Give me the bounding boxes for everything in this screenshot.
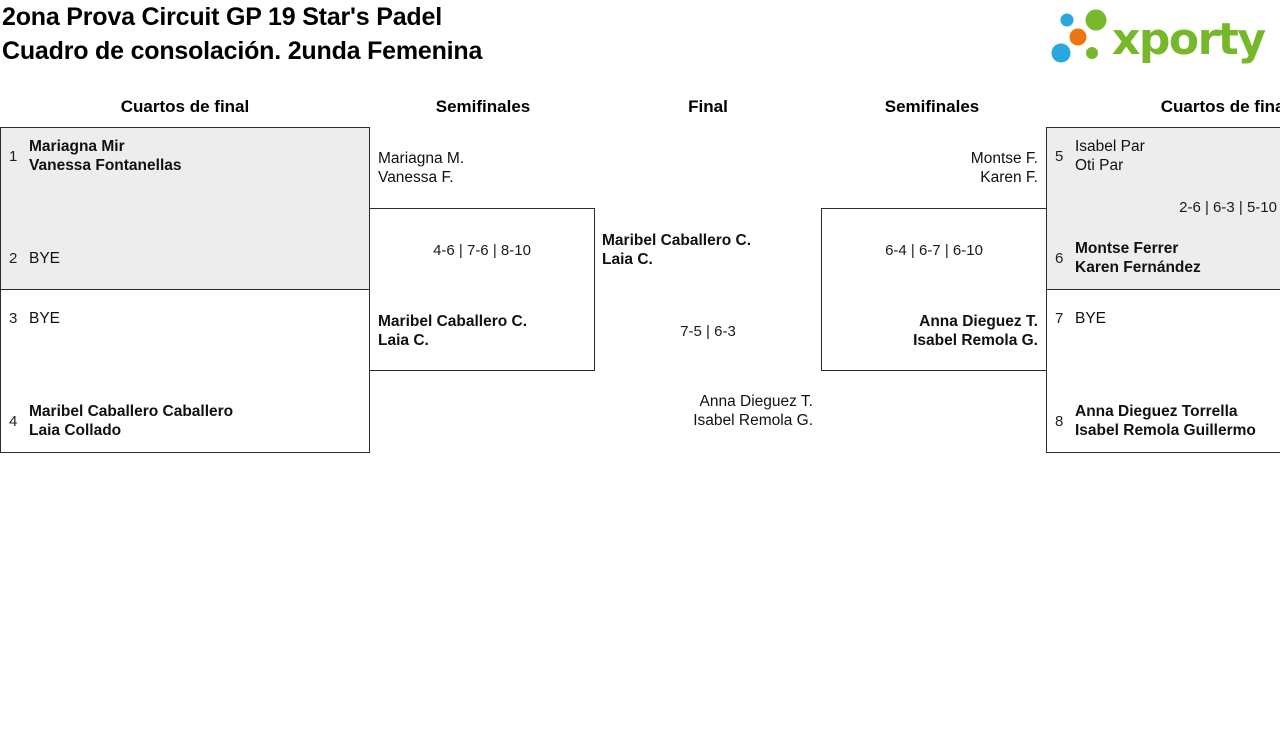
player-name: Laia C. [378, 332, 429, 349]
player-name: Oti Par [1075, 157, 1124, 174]
round-header-quarterfinals-right: Cuartos de final [1160, 97, 1280, 116]
match-box-qf-2: 3 BYE 4 Maribel Caballero Caballero Laia… [0, 289, 370, 453]
team-row: 2 BYE [9, 239, 361, 277]
team-row: 7 BYE [1055, 299, 1280, 337]
page-title: 2ona Prova Circuit GP 19 Star's Padel [2, 3, 442, 31]
final-entrant-top: Maribel Caballero C. Laia C. [602, 231, 751, 269]
seed-number: 1 [9, 147, 18, 165]
player-name: BYE [29, 309, 61, 327]
team-players: Maribel Caballero Caballero Laia Collado [29, 402, 233, 440]
team-players: Isabel Par Oti Par [1075, 137, 1145, 175]
team-players: BYE [29, 249, 60, 268]
round-header-quarterfinals-left: Cuartos de final [120, 97, 250, 116]
seed-number: 6 [1055, 249, 1064, 267]
player-name: Isabel Remola G. [693, 412, 813, 429]
player-name: Anna Dieguez T. [919, 313, 1038, 330]
match-winner: Maribel Caballero C. Laia C. [378, 312, 527, 350]
player-name: Isabel Remola Guillermo [1075, 422, 1256, 439]
match-box-qf-4: 7 BYE 8 Anna Dieguez Torrella Isabel Rem… [1046, 289, 1280, 453]
logo-wordmark: xporty [1112, 14, 1265, 65]
match-box-qf-1: 1 Mariagna Mir Vanessa Fontanellas 2 BYE [0, 127, 370, 290]
player-name: Mariagna Mir [29, 138, 125, 155]
final-score: 7-5 | 6-3 [680, 323, 736, 340]
player-name: BYE [29, 249, 61, 267]
player-name: Isabel Par [1075, 138, 1145, 155]
player-name: Montse F. [970, 150, 1038, 167]
team-row: 1 Mariagna Mir Vanessa Fontanellas [9, 137, 361, 175]
team-players: Anna Dieguez Torrella Isabel Remola Guil… [1075, 402, 1256, 440]
logo-dot-green-small [1086, 47, 1098, 59]
team-players: Mariagna Mir Vanessa Fontanellas [29, 137, 182, 175]
logo-dot-blue-large [1051, 43, 1071, 63]
sf-left-entrant-top: Mariagna M. Vanessa F. [378, 149, 464, 187]
team-row: 5 Isabel Par Oti Par [1055, 137, 1280, 175]
player-name: Anna Dieguez Torrella [1075, 403, 1238, 420]
match-score: 4-6 | 7-6 | 8-10 [433, 242, 531, 259]
team-row: 8 Anna Dieguez Torrella Isabel Remola Gu… [1055, 402, 1280, 440]
team-players: BYE [29, 309, 60, 328]
player-name: Vanessa F. [378, 169, 454, 186]
logo-dot-blue-small [1060, 13, 1074, 27]
round-header-semifinals-right: Semifinales [884, 97, 980, 116]
player-name: Karen F. [980, 169, 1038, 186]
player-name: Maribel Caballero Caballero [29, 403, 234, 420]
round-header-final: Final [688, 97, 728, 116]
sf-right-entrant-top: Montse F. Karen F. [838, 149, 1038, 187]
player-name: Maribel Caballero C. [602, 232, 752, 249]
team-players: BYE [1075, 309, 1106, 328]
seed-number: 2 [9, 249, 18, 267]
final-entrant-bottom: Anna Dieguez T. Isabel Remola G. [613, 392, 813, 430]
match-box-semifinal-right: 6-4 | 6-7 | 6-10 Anna Dieguez T. Isabel … [821, 208, 1047, 371]
player-name: Maribel Caballero C. [378, 313, 528, 330]
team-row: 3 BYE [9, 299, 361, 337]
team-players: Montse Ferrer Karen Fernández [1075, 239, 1201, 277]
logo-dot-orange [1069, 28, 1087, 46]
player-name: Laia Collado [29, 422, 122, 439]
team-row: 6 Montse Ferrer Karen Fernández [1055, 239, 1280, 277]
xporty-logo[interactable]: xporty [1046, 2, 1280, 68]
seed-number: 4 [9, 412, 18, 430]
player-name: Mariagna M. [378, 150, 465, 167]
player-name: BYE [1075, 309, 1107, 327]
player-name: Anna Dieguez T. [699, 393, 813, 410]
seed-number: 7 [1055, 309, 1064, 327]
seed-number: 3 [9, 309, 18, 327]
team-row: 4 Maribel Caballero Caballero Laia Colla… [9, 402, 361, 440]
page-subtitle: Cuadro de consolación. 2unda Femenina [2, 37, 483, 65]
player-name: Karen Fernández [1075, 259, 1201, 276]
seed-number: 5 [1055, 147, 1064, 165]
match-box-qf-3: 5 Isabel Par Oti Par 2-6 | 6-3 | 5-10 6 … [1046, 127, 1280, 290]
player-name: Laia C. [602, 251, 653, 268]
logo-dot-green-large [1085, 9, 1107, 31]
player-name: Montse Ferrer [1075, 240, 1179, 257]
seed-number: 8 [1055, 412, 1064, 430]
match-score: 2-6 | 6-3 | 5-10 [1179, 199, 1277, 216]
player-name: Vanessa Fontanellas [29, 157, 182, 174]
match-score: 6-4 | 6-7 | 6-10 [885, 242, 983, 259]
round-header-semifinals-left: Semifinales [435, 97, 531, 116]
match-winner: Anna Dieguez T. Isabel Remola G. [913, 312, 1038, 350]
player-name: Isabel Remola G. [913, 332, 1038, 349]
match-box-semifinal-left: 4-6 | 7-6 | 8-10 Maribel Caballero C. La… [369, 208, 595, 371]
